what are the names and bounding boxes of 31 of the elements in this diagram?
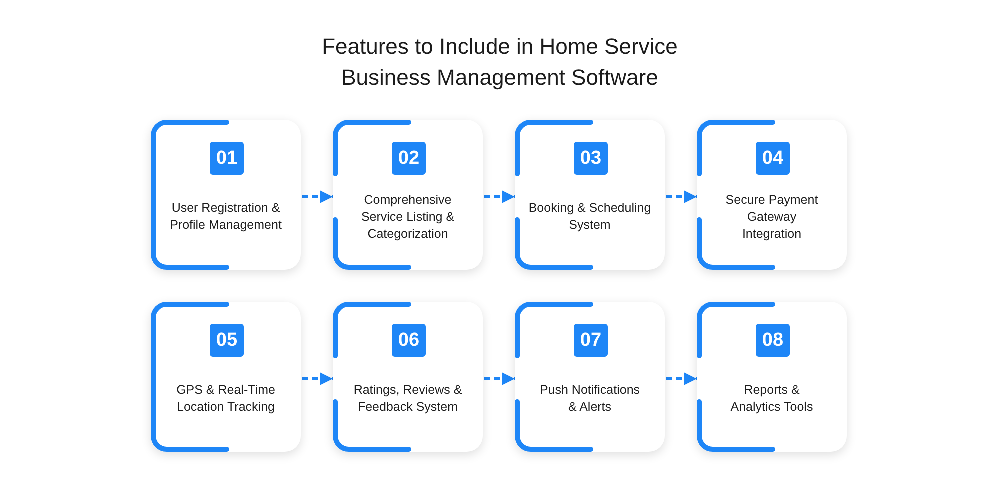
feature-card xyxy=(333,120,483,270)
step-number: 08 xyxy=(756,324,790,357)
step-number: 03 xyxy=(574,142,608,175)
feature-label: Push Notifications & Alerts xyxy=(538,382,642,416)
feature-card xyxy=(151,120,301,270)
feature-card xyxy=(697,302,847,452)
feature-label: Comprehensive Service Listing & Categorization xyxy=(360,192,456,242)
feature-label: Reports & Analytics Tools xyxy=(730,382,814,416)
diagram-title: Features to Include in Home Service Business Management Software xyxy=(321,33,679,92)
feature-label: Secure Payment Gateway Integration xyxy=(724,192,820,242)
arrow xyxy=(666,190,697,204)
feature-card xyxy=(697,120,847,270)
step-number: 02 xyxy=(392,142,426,175)
feature-card xyxy=(515,302,665,452)
feature-card xyxy=(333,302,483,452)
arrow xyxy=(302,372,333,386)
arrow xyxy=(484,190,515,204)
feature-card xyxy=(515,120,665,270)
arrow xyxy=(666,372,697,386)
step-number: 05 xyxy=(210,324,244,357)
arrow xyxy=(302,190,333,204)
arrow xyxy=(484,372,515,386)
feature-label: Booking & Scheduling System xyxy=(528,200,652,234)
step-number: 07 xyxy=(574,324,608,357)
step-number: 01 xyxy=(210,142,244,175)
feature-label: User Registration & Profile Management xyxy=(169,200,283,234)
feature-card xyxy=(151,302,301,452)
step-number: 04 xyxy=(756,142,790,175)
feature-label: GPS & Real-Time Location Tracking xyxy=(176,382,276,416)
feature-label: Ratings, Reviews & Feedback System xyxy=(352,382,464,416)
step-number: 06 xyxy=(392,324,426,357)
